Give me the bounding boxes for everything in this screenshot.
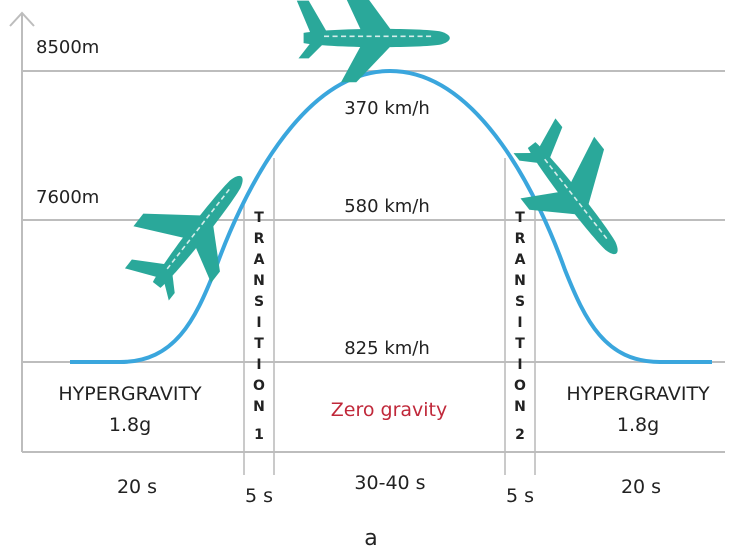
transition-bands	[243, 158, 536, 475]
svg-text:I: I	[256, 315, 261, 331]
svg-text:A: A	[515, 252, 526, 268]
svg-text:O: O	[253, 378, 265, 394]
speed-label-bottom: 825 km/h	[344, 338, 430, 359]
transition-1-label: T R A N S I T I O N 1	[253, 210, 265, 443]
duration-zero-gravity: 30-40 s	[354, 472, 425, 494]
zero-gravity-label: Zero gravity	[331, 399, 448, 421]
svg-text:I: I	[517, 315, 522, 331]
svg-text:T: T	[254, 210, 264, 226]
svg-text:N: N	[514, 399, 526, 415]
svg-text:I: I	[517, 357, 522, 373]
svg-text:T: T	[254, 336, 264, 352]
left-hypergravity-value: 1.8g	[109, 414, 151, 436]
altitude-label-top: 8500m	[36, 37, 99, 58]
svg-text:N: N	[514, 273, 526, 289]
figure-caption: a	[364, 526, 377, 551]
airplane-icon-top	[295, 0, 451, 84]
transition-2-label: T R A N S I T I O N 2	[514, 210, 526, 443]
speed-label-top: 370 km/h	[344, 98, 430, 119]
right-hypergravity-value: 1.8g	[617, 414, 659, 436]
svg-text:O: O	[514, 378, 526, 394]
svg-text:I: I	[256, 357, 261, 373]
svg-text:T: T	[515, 336, 525, 352]
svg-text:A: A	[254, 252, 265, 268]
speed-label-middle: 580 km/h	[344, 196, 430, 217]
duration-left-hyper: 20 s	[117, 476, 157, 498]
airplane-icon-climb	[109, 142, 275, 317]
svg-text:S: S	[254, 294, 264, 310]
svg-text:N: N	[253, 399, 265, 415]
svg-text:N: N	[253, 273, 265, 289]
duration-transition-2: 5 s	[506, 485, 534, 507]
svg-text:R: R	[254, 231, 265, 247]
altitude-label-middle: 7600m	[36, 187, 99, 208]
svg-text:2: 2	[515, 427, 525, 443]
svg-text:1: 1	[254, 427, 264, 443]
flight-curve	[70, 68, 712, 364]
duration-right-hyper: 20 s	[621, 476, 661, 498]
svg-text:R: R	[515, 231, 526, 247]
left-hypergravity-title: HYPERGRAVITY	[58, 383, 202, 405]
svg-text:S: S	[515, 294, 525, 310]
svg-text:T: T	[515, 210, 525, 226]
right-hypergravity-title: HYPERGRAVITY	[566, 383, 710, 405]
duration-transition-1: 5 s	[245, 485, 273, 507]
y-axis	[9, 11, 35, 452]
